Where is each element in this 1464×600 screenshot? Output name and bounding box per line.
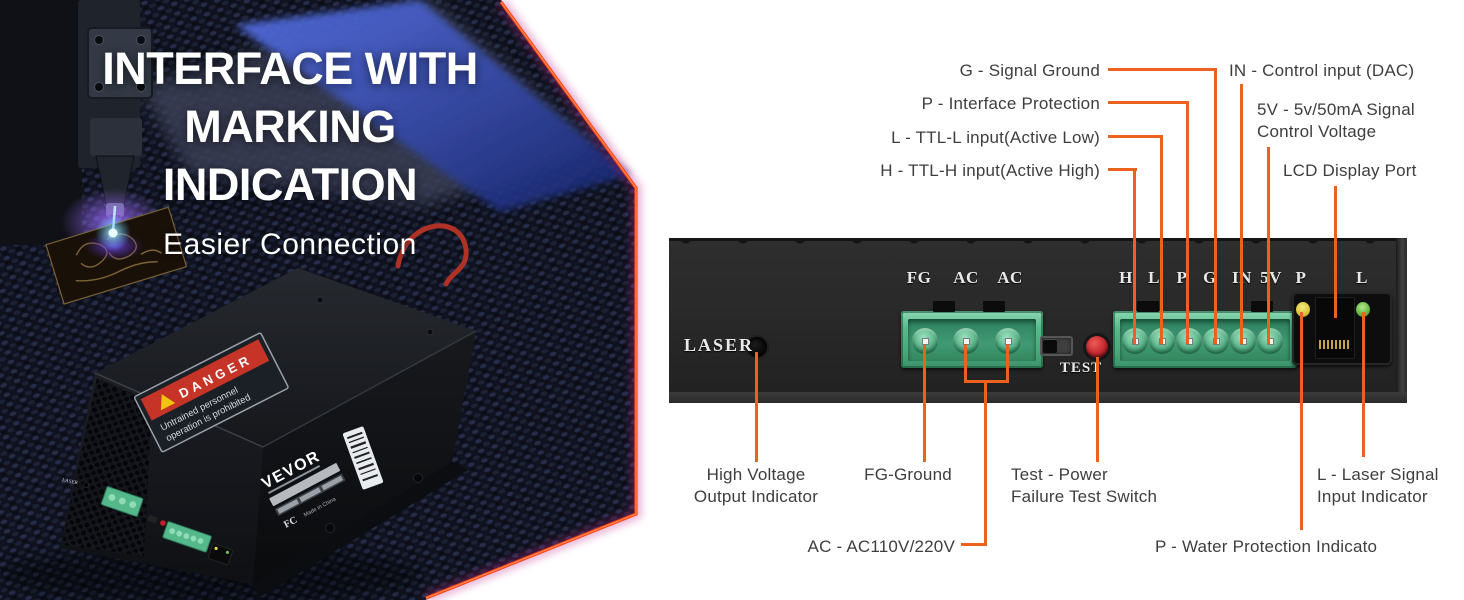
callout-ttl-high: H - TTL-H input(Active High) (880, 161, 1100, 180)
laser-signal-led (1356, 302, 1370, 317)
panel-l-label: L (1148, 268, 1160, 287)
panel-g-label: G (1203, 268, 1217, 287)
callout-signal-ground: G - Signal Ground (959, 61, 1100, 80)
power-supply-box: DANGER Untrained personnel operation is … (0, 223, 477, 600)
callout-ac-voltage: AC - AC110V/220V (807, 537, 955, 556)
hero-photo: DANGER Untrained personnel operation is … (0, 0, 642, 600)
callout-high-voltage: High Voltage Output Indicator (693, 465, 819, 506)
mounting-tab (1137, 301, 1159, 312)
panel-h-label: H (1119, 268, 1133, 287)
rj45-gold-pins (1319, 340, 1351, 349)
hero-title: INTERFACE WITH MARKING INDICATION (55, 40, 525, 214)
hero-title-line1: INTERFACE WITH (102, 43, 478, 94)
hero-subtitle: Easier Connection (163, 228, 417, 261)
callout-lcd-port: LCD Display Port (1283, 161, 1417, 180)
barcode-sticker (342, 426, 384, 490)
power-slide-switch (1040, 336, 1073, 356)
blue-light-band (235, 0, 630, 212)
signal-terminal-block (1113, 301, 1297, 368)
panel-p-label: P (1176, 268, 1188, 287)
callout-water-protection: P - Water Protection Indicato (1155, 537, 1378, 556)
hero-title-line2: MARKING INDICATION (162, 101, 418, 210)
water-protection-led (1296, 302, 1310, 317)
callout-ttl-low: L - TTL-L input(Active Low) (891, 128, 1100, 147)
callout-5v-signal: 5V - 5v/50mA Signal Control Voltage (1257, 100, 1415, 141)
callout-interface-protection: P - Interface Protection (921, 94, 1100, 113)
test-button (1086, 336, 1108, 358)
callout-control-input: IN - Control input (DAC) (1229, 61, 1415, 80)
warning-triangle-icon (160, 394, 176, 411)
mounting-tab (983, 301, 1005, 312)
callout-fg-ground: FG-Ground (864, 465, 952, 484)
red-wire (395, 223, 469, 287)
box-laser-label: LASER (62, 478, 79, 486)
high-voltage-indicator-hole (747, 337, 767, 357)
panel-laser-label: LASER (684, 335, 755, 355)
accent-edge-line (423, 0, 642, 600)
p-pin (1176, 328, 1202, 354)
panel-right-edge (1396, 238, 1407, 403)
panel-test-label: TEST (1059, 360, 1103, 376)
hero-text-block: INTERFACE WITH MARKING INDICATION Easier… (55, 40, 525, 262)
box-interface-row: LASER (62, 478, 233, 566)
panel-top-edge (669, 238, 1407, 241)
panel-fg-label: FG (906, 268, 932, 287)
panel-ac2-label: AC (997, 268, 1023, 287)
callout-test-switch: Test - Power Failure Test Switch (1011, 465, 1158, 506)
interface-panel-photo (669, 238, 1407, 403)
mounting-tab (933, 301, 955, 312)
panel-bottom-edge (669, 392, 1407, 403)
panel-led-l-label: L (1356, 268, 1368, 287)
mounting-tab (1251, 301, 1273, 312)
rj45-jack (1315, 297, 1355, 359)
5v-pin (1257, 328, 1283, 354)
lcd-display-port (1292, 292, 1392, 365)
panel-ac1-label: AC (953, 268, 979, 287)
in-pin (1230, 328, 1256, 354)
panel-led-p-label: P (1295, 268, 1307, 287)
callout-laser-signal: L - Laser Signal Input Indicator (1317, 465, 1439, 506)
box-base-flange (253, 462, 468, 597)
panel-5v-label: 5V (1260, 268, 1282, 287)
danger-sticker: DANGER Untrained personnel operation is … (133, 332, 289, 453)
laser-machine-head (0, 0, 153, 245)
